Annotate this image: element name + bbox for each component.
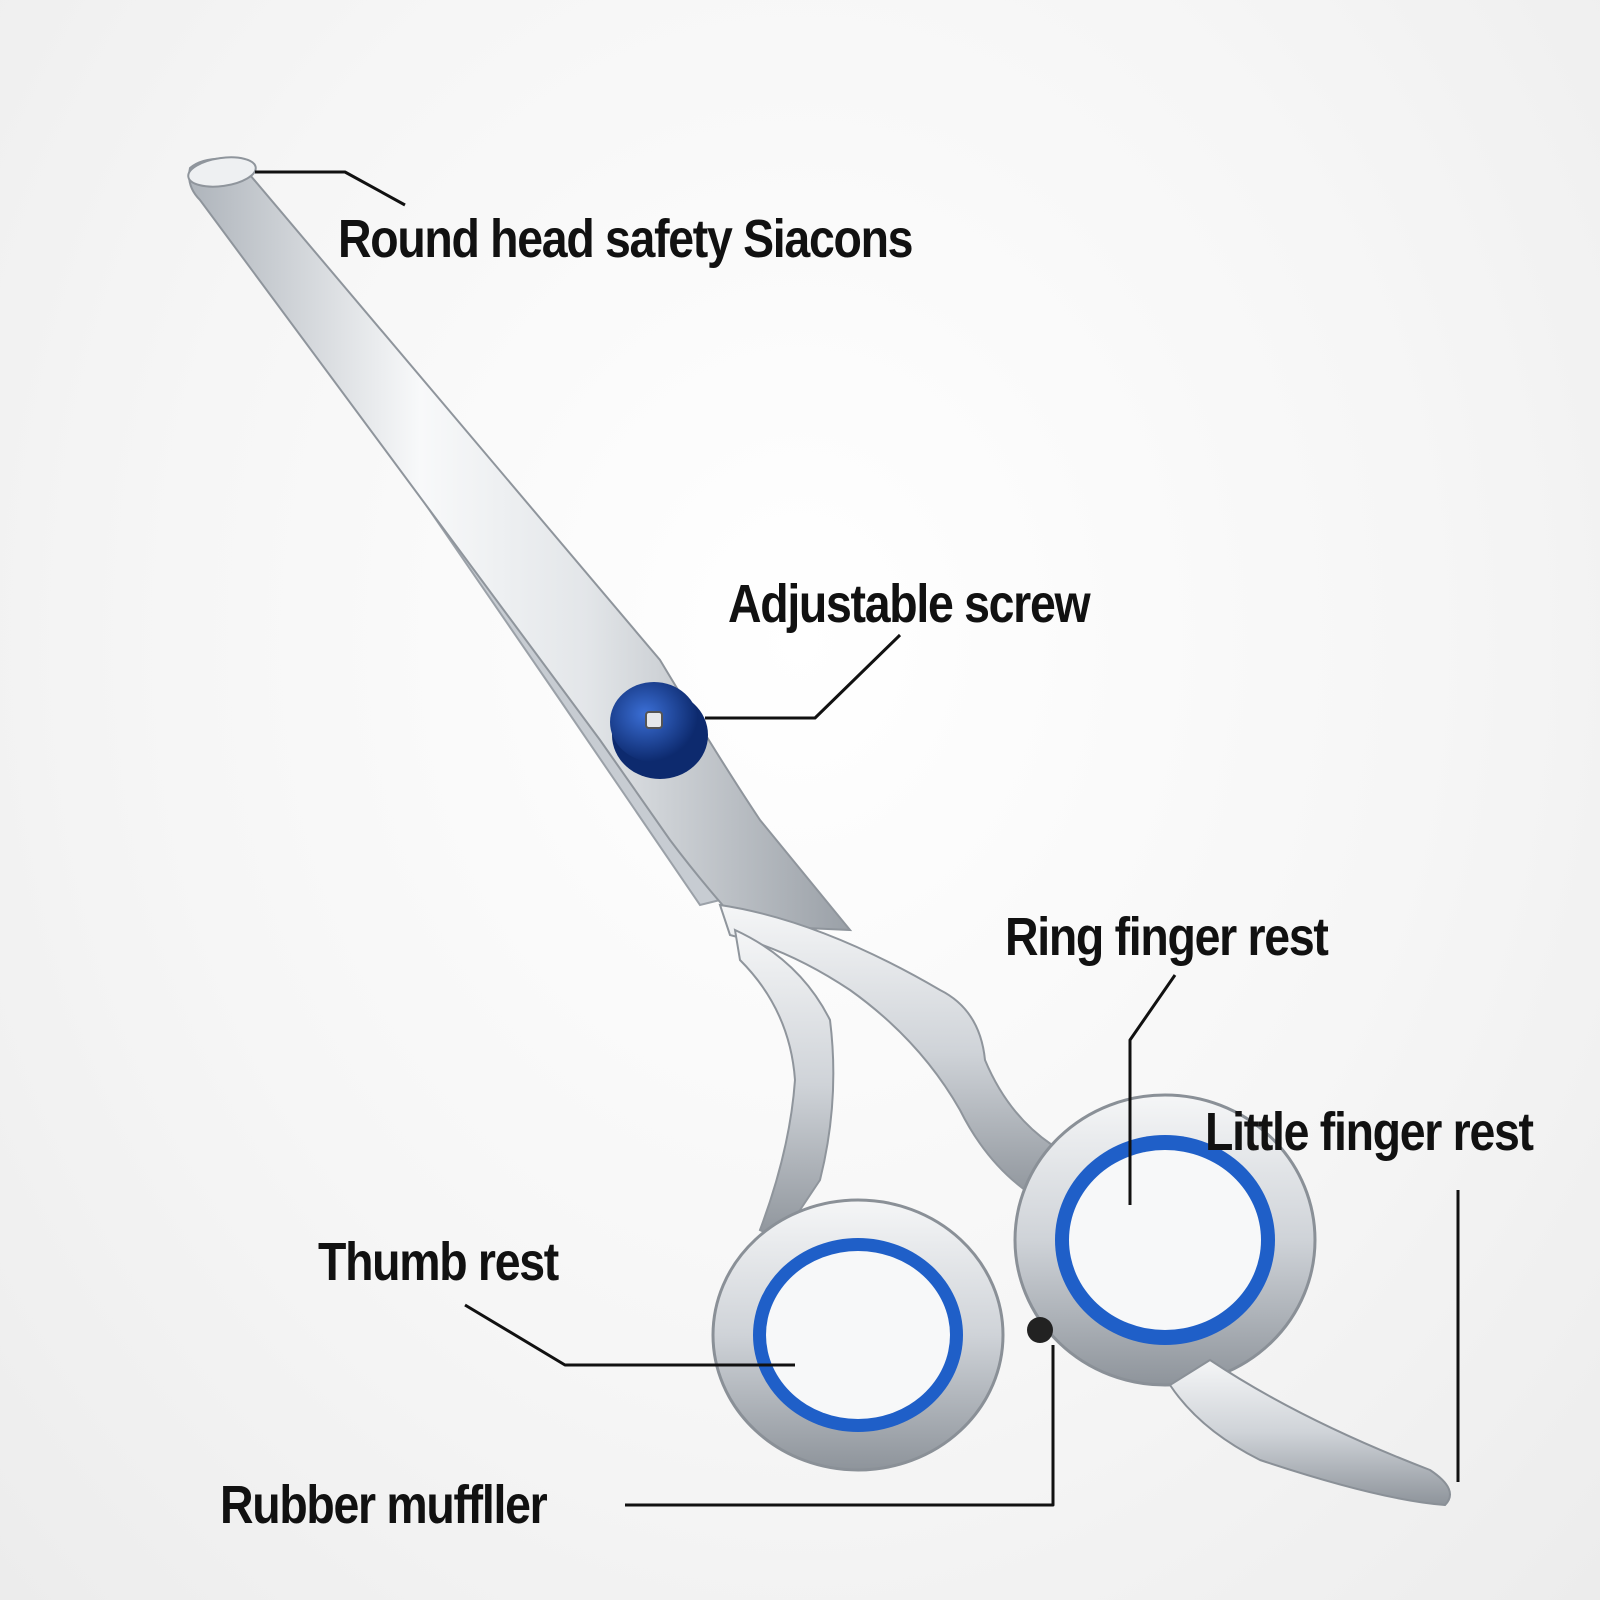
leader-adjustable-screw bbox=[705, 633, 902, 720]
label-little-finger-rest: Little finger rest bbox=[1205, 1102, 1534, 1162]
label-ring-finger-rest: Ring finger rest bbox=[1005, 907, 1329, 967]
leader-ring-finger bbox=[1128, 974, 1177, 1205]
rubber-muffler bbox=[1027, 1317, 1053, 1343]
thumb-shank bbox=[733, 928, 835, 1242]
main-blade bbox=[188, 157, 853, 932]
leader-thumb bbox=[464, 1303, 795, 1367]
finger-ring-hole bbox=[1069, 1150, 1261, 1330]
round-safety-tip bbox=[187, 156, 257, 188]
leader-rubber-muffler bbox=[625, 1345, 1055, 1507]
label-rubber-muffler: Rubber muffller bbox=[220, 1475, 548, 1535]
label-thumb-rest: Thumb rest bbox=[318, 1232, 559, 1292]
label-round-head: Round head safety Siacons bbox=[338, 209, 913, 269]
thumb-ring-hole bbox=[766, 1251, 950, 1419]
finger-tang bbox=[1168, 1358, 1451, 1507]
leader-round-head bbox=[255, 170, 406, 207]
label-adjustable-screw: Adjustable screw bbox=[728, 574, 1091, 634]
adjustable-screw-icon bbox=[610, 682, 708, 779]
